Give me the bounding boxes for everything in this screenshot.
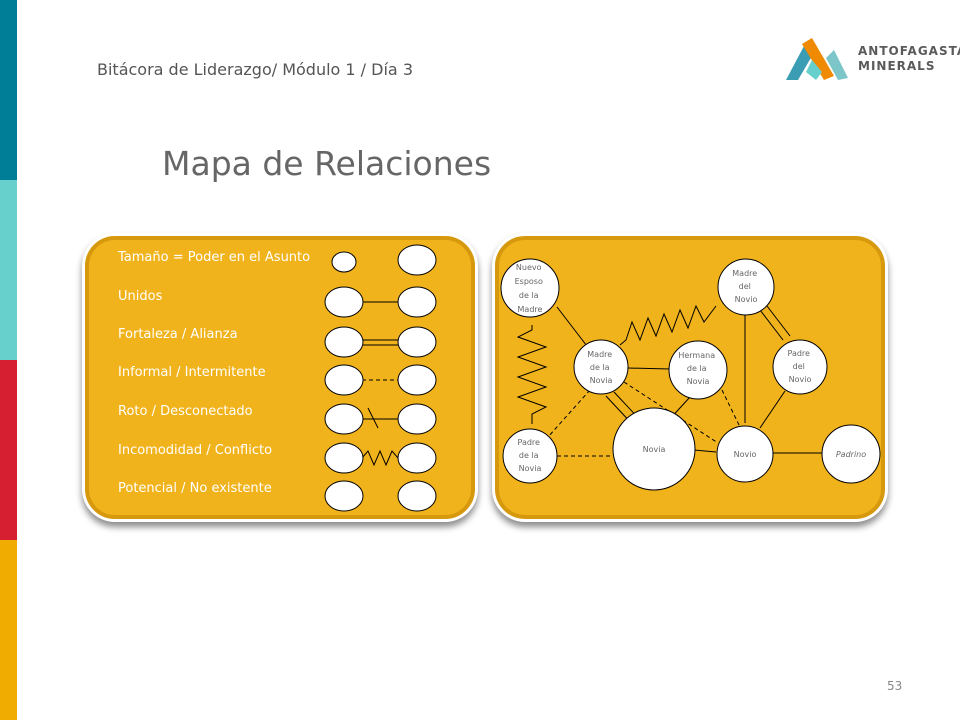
- legend-label-size: Tamaño = Poder en el Asunto: [118, 250, 311, 265]
- node-label-hermana-novia: Hermana de la Novia: [678, 351, 717, 386]
- edge-madrenovia-hermana: [627, 367, 671, 370]
- edge-padrenovio-novio: [759, 390, 786, 429]
- antofagasta-logo-icon: [786, 38, 848, 80]
- legend-broken-mark: [367, 407, 379, 429]
- node-padre-novio: [772, 339, 828, 395]
- node-label-novio: Novio: [734, 450, 757, 459]
- legend-label-alliance: Fortaleza / Alianza: [118, 327, 238, 342]
- label-line: Novio: [789, 375, 812, 384]
- node-label-novia: Novia: [643, 445, 666, 454]
- label-line: Novia: [519, 464, 542, 473]
- label-line: Madre: [518, 305, 543, 314]
- label-line: Padre: [517, 438, 540, 447]
- label-line: de la: [519, 451, 539, 460]
- node-novia: [612, 407, 696, 491]
- edge-madrenovia-madrenovio-conflict: [619, 304, 717, 346]
- node-padre-novia: [502, 428, 558, 484]
- label-line: Novio: [735, 295, 758, 304]
- label-line: Madre: [732, 269, 757, 278]
- legend-label-informal: Informal / Intermitente: [118, 365, 266, 380]
- node-nuevo-esposo: [500, 258, 560, 318]
- edge-madrenovio-padrenovio-b: [766, 305, 791, 337]
- node-label-nuevo-esposo: Nuevo Esposo de la Madre: [515, 263, 546, 314]
- node-label-padre-novia: Padre de la Novia: [517, 438, 542, 473]
- legend-label-potential: Potencial / No existente: [118, 481, 272, 496]
- label-line: Madre: [587, 350, 612, 359]
- legend-label-united: Unidos: [118, 289, 163, 304]
- breadcrumb: Bitácora de Liderazgo/ Módulo 1 / Día 3: [97, 60, 413, 79]
- label-line: Novia: [687, 377, 710, 386]
- node-novio: [716, 425, 774, 483]
- accent-stripe-yellow: [0, 540, 17, 720]
- edge-madrenovia-padrenovia: [547, 389, 591, 438]
- logo-wordmark: ANTOFAGASTA MINERALS: [858, 44, 960, 74]
- logo-line-2: MINERALS: [858, 59, 936, 73]
- logo-line-1: ANTOFAGASTA: [858, 44, 960, 58]
- edge-esposo-madrenovia: [556, 306, 591, 351]
- label-line: Nuevo: [516, 263, 542, 272]
- page-number: 53: [887, 679, 903, 693]
- node-label-madre-novio: Madre del Novio: [732, 269, 759, 304]
- node-madre-novia: [573, 339, 629, 395]
- legend-large-node: [397, 244, 437, 276]
- edge-novia-novio: [693, 449, 717, 453]
- accent-stripe-teal: [0, 0, 17, 180]
- node-label-madre-novia: Madre de la Novia: [587, 350, 614, 385]
- accent-stripe-red: [0, 360, 17, 540]
- legend-zigzag-line: [361, 449, 399, 467]
- label-line: de la: [519, 291, 539, 300]
- legend-small-node: [331, 251, 357, 273]
- label-line: del: [793, 362, 805, 371]
- legend-label-broken: Roto / Desconectado: [118, 404, 253, 419]
- label-line: Padre: [787, 349, 810, 358]
- edge-madrenovio-padrenovio-a: [759, 309, 784, 341]
- label-line: Novia: [590, 376, 613, 385]
- legend-label-conflict: Incomodidad / Conflicto: [118, 443, 273, 458]
- node-padrino: [821, 424, 881, 484]
- page-title: Mapa de Relaciones: [162, 144, 492, 183]
- label-line: Esposo: [515, 277, 543, 286]
- node-label-padre-novio: Padre del Novio: [787, 349, 812, 384]
- edge-esposo-padrenovia-conflict: [516, 325, 548, 424]
- label-line: del: [739, 282, 751, 291]
- node-label-padrino: Padrino: [836, 450, 866, 459]
- label-line: Hermana: [678, 351, 715, 360]
- edge-hermana-novio: [721, 389, 741, 428]
- label-line: de la: [590, 363, 610, 372]
- node-madre-novio: [717, 258, 775, 316]
- label-line: de la: [687, 364, 707, 373]
- accent-stripe-aqua: [0, 180, 17, 360]
- node-hermana-novia: [668, 340, 728, 400]
